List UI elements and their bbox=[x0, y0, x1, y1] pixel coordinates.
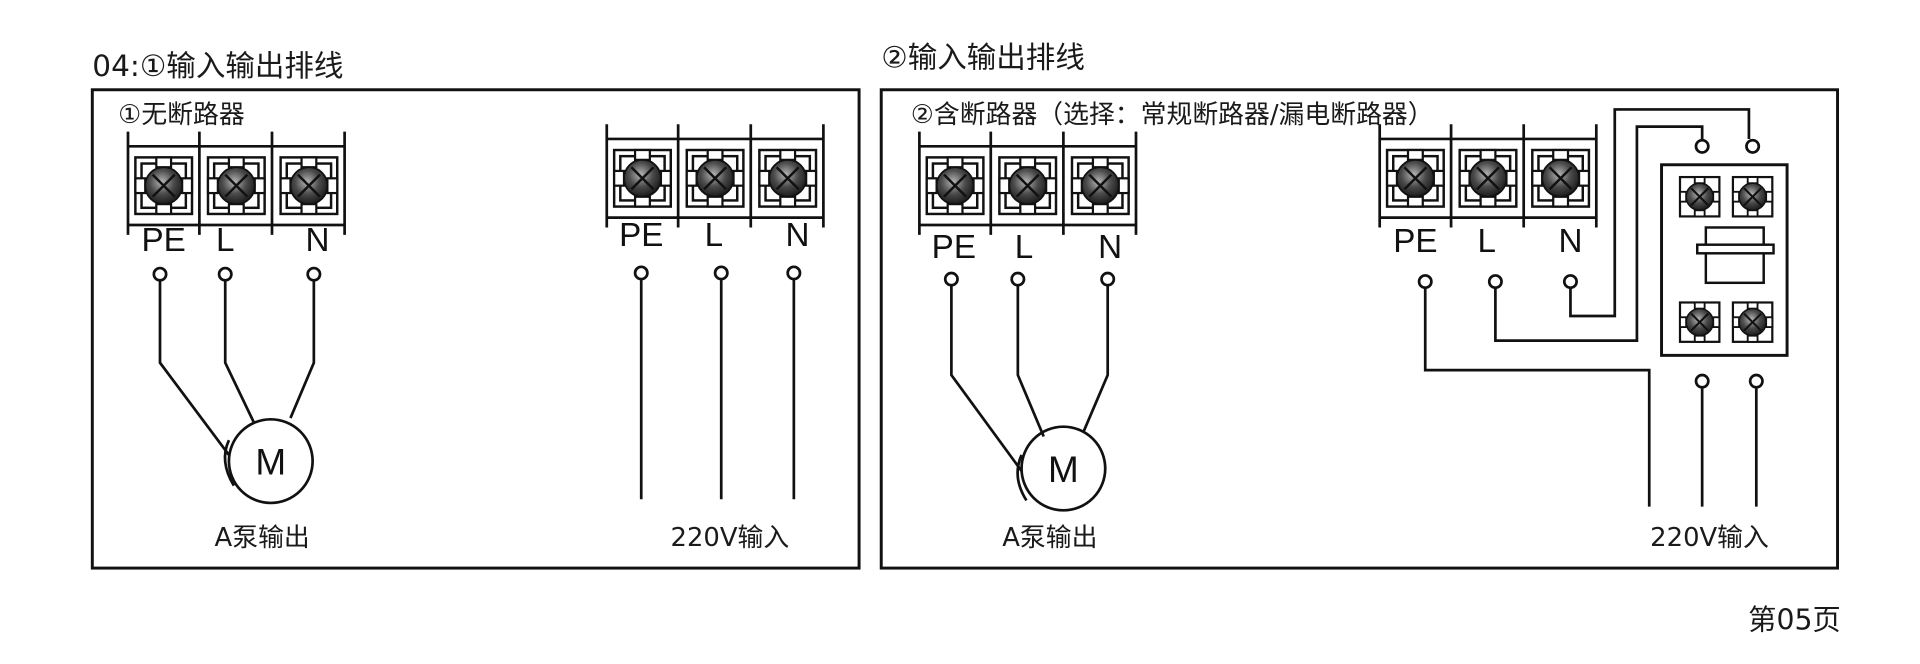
panel-2-motor-wires: M bbox=[943, 271, 1116, 512]
terminal-label-pe: PE bbox=[1393, 223, 1437, 260]
ground-arc-icon bbox=[223, 439, 236, 487]
panel-1-input-terminal-block: PE L N bbox=[607, 124, 824, 500]
terminal-label-n: N bbox=[1098, 229, 1122, 266]
terminal-label-n: N bbox=[1558, 223, 1582, 260]
panel-1-output-terminal-block: PE L N bbox=[128, 132, 345, 259]
terminal-label-l: L bbox=[1478, 223, 1496, 260]
breaker bbox=[1660, 163, 1789, 357]
section-title-1: 04:①输入输出排线 bbox=[92, 49, 343, 83]
panel-1-motor-wires: M bbox=[152, 266, 322, 505]
section-title-2: ②输入输出排线 bbox=[881, 41, 1085, 75]
panel-2-input-terminal-block: PE L N bbox=[1380, 124, 1597, 290]
panel-1-input-label: 220V输入 bbox=[671, 523, 790, 553]
panel-1: ①无断路器 PE L N M A泵输出 PE L N bbox=[90, 88, 861, 570]
terminal-label-n: N bbox=[306, 222, 330, 259]
panel-2-input-wires bbox=[1694, 373, 1764, 507]
terminal-label-n: N bbox=[786, 217, 810, 254]
panel-1-subtitle: ①无断路器 bbox=[118, 100, 245, 130]
terminal-label-pe: PE bbox=[142, 222, 186, 259]
panel-2-output-label: A泵输出 bbox=[1002, 523, 1097, 553]
terminal-label-pe: PE bbox=[619, 217, 663, 254]
motor-symbol: M bbox=[1048, 449, 1079, 490]
ground-arc-icon bbox=[1016, 454, 1028, 502]
motor-icon bbox=[1020, 425, 1107, 512]
terminal-label-l: L bbox=[216, 222, 234, 259]
panel-2-subtitle: ②含断路器（选择：常规断路器/漏电断路器） bbox=[911, 100, 1434, 130]
panel-2-breaker-wires bbox=[1423, 108, 1761, 507]
motor-symbol: M bbox=[255, 442, 286, 483]
panel-2-input-label: 220V输入 bbox=[1650, 523, 1769, 553]
panel-2: ②含断路器（选择：常规断路器/漏电断路器） PE L N M A泵输出 PE L… bbox=[879, 88, 1840, 570]
panel-2-output-terminal-block: PE L N bbox=[919, 132, 1136, 266]
panel-1-output-label: A泵输出 bbox=[215, 523, 310, 553]
terminal-label-pe: PE bbox=[932, 229, 976, 266]
terminal-label-l: L bbox=[1015, 229, 1033, 266]
page-number: 第05页 bbox=[1748, 604, 1841, 637]
motor-icon bbox=[227, 417, 314, 505]
terminal-label-l: L bbox=[705, 217, 723, 254]
